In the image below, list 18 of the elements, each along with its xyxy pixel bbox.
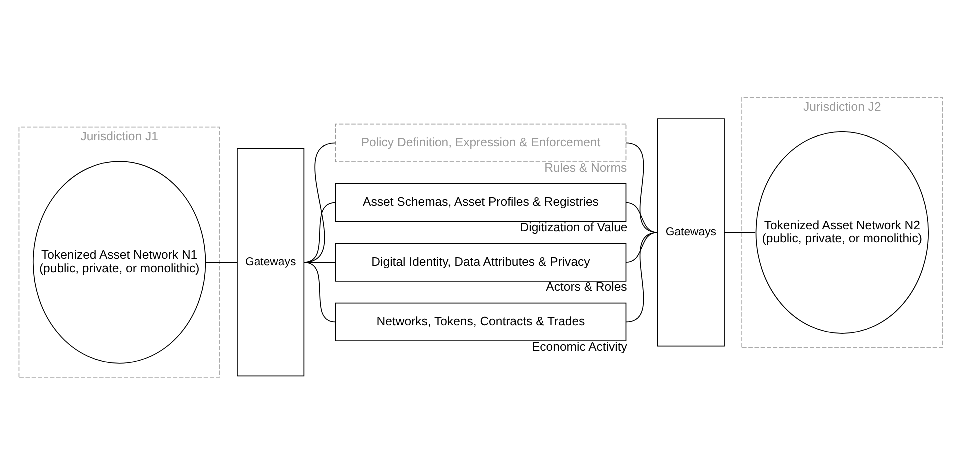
connector <box>724 232 756 233</box>
node-box: Gateways <box>657 118 725 346</box>
node-label: Actors & Roles <box>546 280 628 294</box>
node-label: Digitization of Value <box>520 220 628 234</box>
node-box: Gateways <box>237 148 305 376</box>
node-label: Economic Activity <box>532 339 628 354</box>
node-box: Digital Identity, Data Attributes & Privacy <box>335 242 627 282</box>
node-box: Policy Definition, Expression & Enforcement <box>335 123 627 162</box>
node-box: Networks, Tokens, Contracts & Trades <box>335 302 627 341</box>
node-ellipse: Tokenized Asset Network N1 (public, private, or monolithic) <box>32 160 206 364</box>
connector <box>626 202 658 233</box>
node-label: Rules & Norms <box>544 160 628 174</box>
connector <box>304 262 336 322</box>
node-box: Asset Schemas, Asset Profiles & Registries <box>335 183 627 222</box>
connector <box>626 232 658 262</box>
connector <box>626 142 658 233</box>
node-ellipse: Tokenized Asset Network N2 (public, private, or monolithic) <box>756 130 930 334</box>
connector <box>626 232 658 322</box>
